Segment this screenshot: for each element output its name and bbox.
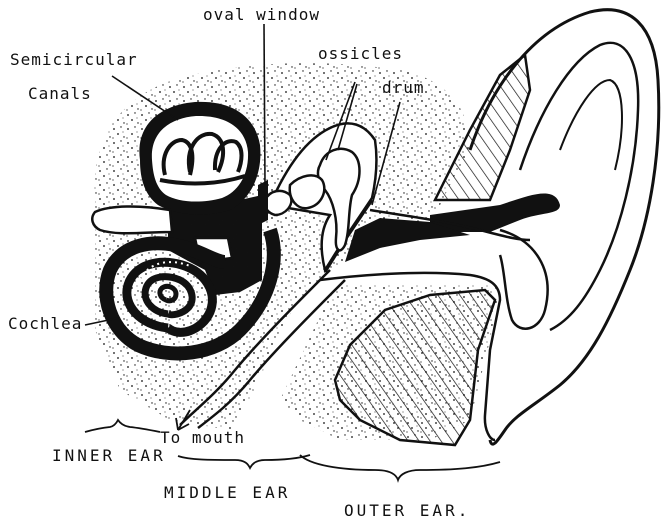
leader-oval-window [264, 24, 265, 185]
auditory-nerve [92, 206, 172, 233]
label-canals: Canals [28, 86, 92, 102]
label-middle-ear: MIDDLE EAR [164, 485, 290, 501]
brace-inner-ear [85, 420, 160, 432]
ossicle-incus [290, 175, 325, 208]
brace-outer-ear [300, 455, 500, 480]
label-to-mouth: To mouth [160, 430, 245, 446]
semicircular-canals-inner [152, 116, 248, 202]
label-ossicles: ossicles [318, 46, 403, 62]
label-inner-ear: INNER EAR [52, 448, 166, 464]
label-outer-ear: OUTER EAR. [344, 503, 470, 519]
brace-middle-ear [178, 455, 310, 468]
tragus [500, 230, 548, 329]
label-semicircular: Semicircular [10, 52, 138, 68]
ossicle-stapes [265, 191, 292, 215]
pinna-helix-fold [560, 80, 622, 170]
label-drum: drum [382, 80, 425, 96]
label-oval-window: oval window [203, 7, 320, 23]
label-cochlea: Cochlea [8, 316, 82, 332]
